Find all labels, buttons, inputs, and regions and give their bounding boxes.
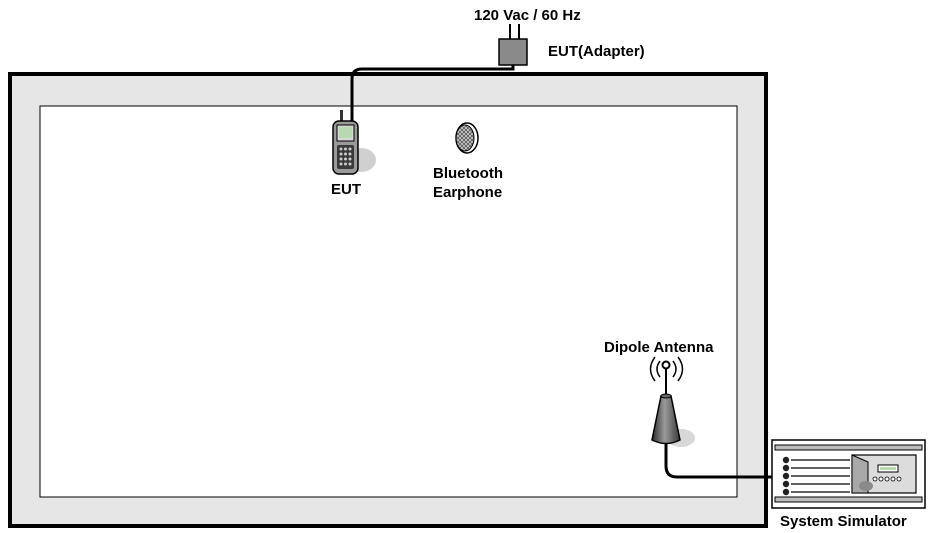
mobile-phone-icon bbox=[332, 110, 376, 175]
earphone-label-line2: Earphone bbox=[433, 184, 502, 201]
bluetooth-earphone-icon bbox=[455, 122, 479, 154]
adapter-cable bbox=[350, 65, 515, 124]
rack-simulator-icon bbox=[771, 439, 926, 509]
antenna-label: Dipole Antenna bbox=[604, 339, 714, 356]
adapter-label: EUT(Adapter) bbox=[548, 43, 645, 60]
dipole-antenna-icon bbox=[649, 356, 695, 447]
antenna-cable bbox=[664, 444, 781, 479]
adapter-icon bbox=[498, 24, 528, 66]
simulator-label: System Simulator bbox=[780, 513, 907, 530]
earphone-label-line1: Bluetooth bbox=[433, 165, 503, 182]
eut-label: EUT bbox=[331, 181, 361, 198]
chamber-inner-area bbox=[39, 105, 738, 498]
power-source-label: 120 Vac / 60 Hz bbox=[474, 7, 581, 24]
